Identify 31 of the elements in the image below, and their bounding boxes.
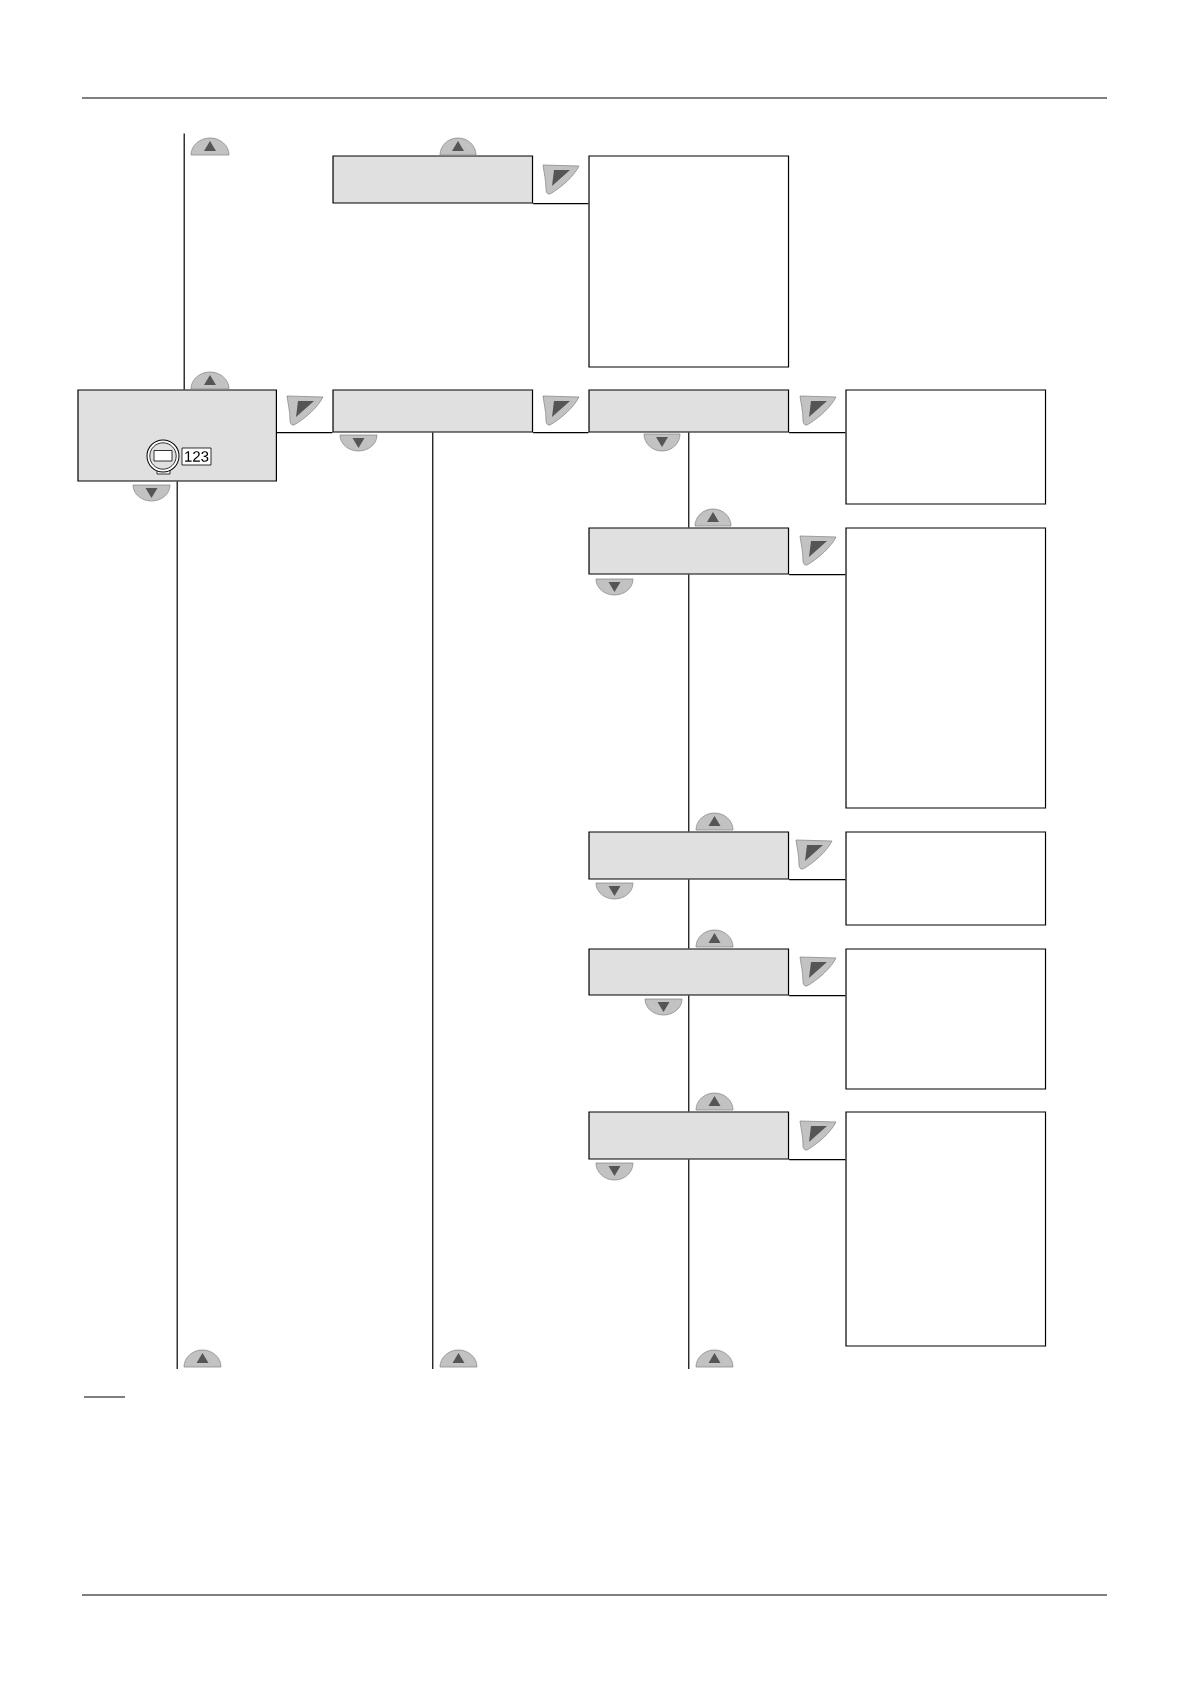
info-box — [845, 831, 1047, 926]
menu-box — [588, 948, 790, 996]
connector-line — [688, 574, 690, 832]
connector-line — [788, 432, 846, 434]
display-box — [77, 389, 277, 482]
menu-box — [588, 831, 790, 880]
connector-line — [276, 432, 333, 434]
info-box — [588, 155, 790, 368]
connector-line — [432, 432, 434, 1370]
menu-box — [332, 155, 534, 204]
menu-box — [332, 389, 534, 433]
connector-line — [688, 879, 690, 949]
connector-line — [532, 432, 589, 434]
info-box — [845, 527, 1047, 809]
connector-line — [788, 1159, 846, 1161]
info-box — [845, 389, 1047, 505]
menu-box — [588, 1111, 790, 1160]
info-box — [845, 948, 1047, 1090]
menu-box — [588, 527, 790, 575]
connector-line — [532, 203, 589, 205]
connector-line — [688, 995, 690, 1112]
number-box: 123 — [181, 447, 212, 466]
connector-line — [688, 1159, 690, 1370]
connector-line — [688, 432, 690, 528]
connector-line — [788, 879, 846, 881]
info-box — [845, 1111, 1047, 1347]
menu-box — [588, 389, 790, 433]
connector-line — [183, 132, 185, 390]
connector-line — [788, 995, 846, 997]
connector-line — [176, 481, 178, 1370]
connector-line — [788, 574, 846, 576]
